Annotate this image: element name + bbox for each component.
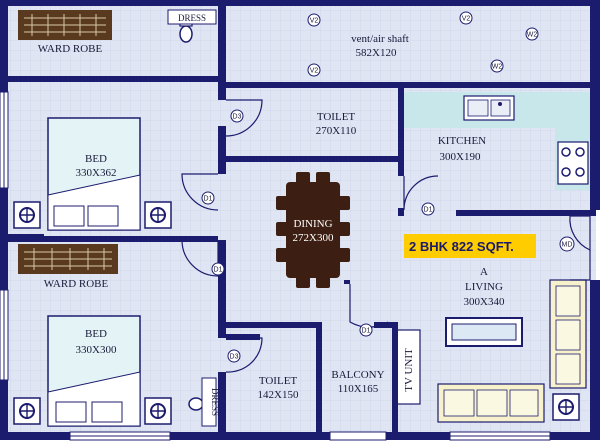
ward-robe-bottom-label: WARD ROBE [44, 278, 109, 290]
door-tag-balcony: D1 [359, 323, 373, 337]
door-tag-kitchen: D1 [421, 202, 435, 216]
toilet-bottom-name: TOILET [259, 375, 298, 387]
svg-text:D1: D1 [362, 328, 371, 335]
kitchen-size: 300X190 [440, 151, 481, 163]
living-sofa-side [549, 279, 587, 389]
window-tag-2: W2 [525, 27, 539, 41]
door-swings [181, 99, 591, 373]
door-tag-toilet-bottom: D3 [227, 349, 241, 363]
svg-text:D1: D1 [424, 207, 433, 214]
living-name: LIVING [465, 281, 503, 293]
svg-text:V2: V2 [310, 18, 319, 25]
svg-text:W2: W2 [527, 32, 538, 39]
door-tag-toilet-top: D3 [230, 109, 244, 123]
tv-unit-label: TV UNIT [403, 348, 415, 392]
vent-size-label: 582X120 [356, 47, 397, 59]
ward-robe-top-label: WARD ROBE [38, 43, 103, 55]
area-badge [404, 234, 536, 258]
bed-2-size: 330X300 [76, 344, 117, 356]
vent-tag-3: V2 [459, 11, 473, 25]
living-a-label: A [480, 266, 488, 278]
bed-1-size: 330X362 [76, 167, 117, 179]
svg-text:W2: W2 [492, 64, 503, 71]
dining-size: 272X300 [293, 232, 334, 244]
svg-text:D3: D3 [233, 114, 242, 121]
windows [0, 91, 551, 441]
toilet-bottom-size: 142X150 [258, 389, 299, 401]
toilet-top-size: 270X110 [316, 125, 357, 137]
bed-2-furniture [13, 315, 172, 427]
bed-2-name: BED [85, 328, 107, 340]
svg-text:D1: D1 [204, 196, 213, 203]
vent-tag-1: V2 [307, 13, 321, 27]
vent-tag-2: V2 [307, 63, 321, 77]
coffee-table [445, 317, 523, 347]
svg-text:D1: D1 [214, 267, 223, 274]
dress-bottom-label: DRESS [210, 388, 220, 416]
svg-text:V2: V2 [310, 68, 319, 75]
bed-1-name: BED [85, 153, 107, 165]
toilet-top-name: TOILET [317, 111, 356, 123]
area-badge-text: 2 BHK 822 SQFT. [409, 239, 514, 254]
kitchen-stove [557, 141, 589, 185]
living-size: 300X340 [464, 296, 505, 308]
svg-text:D3: D3 [230, 354, 239, 361]
door-tag-main: MD [559, 236, 575, 252]
door-tag-bed1: D1 [201, 191, 215, 205]
svg-text:V2: V2 [462, 16, 471, 23]
dining-table [276, 172, 350, 288]
balcony-size: 110X165 [338, 383, 379, 395]
living-sofa-bottom [437, 383, 545, 423]
tv-unit [395, 329, 421, 405]
dress-top-label: DRESS [178, 13, 206, 23]
svg-text:MD: MD [562, 242, 573, 249]
balcony-name: BALCONY [331, 369, 384, 381]
kitchen-sink [463, 95, 515, 121]
bed-1-furniture [13, 117, 172, 231]
living-lamp-icon [552, 393, 580, 421]
kitchen-name: KITCHEN [438, 135, 486, 147]
vent-name-label: vent/air shaft [351, 33, 409, 45]
dining-name: DINING [293, 218, 332, 230]
door-tag-bed2: D1 [211, 262, 225, 276]
window-tag-1: W2 [490, 59, 504, 73]
